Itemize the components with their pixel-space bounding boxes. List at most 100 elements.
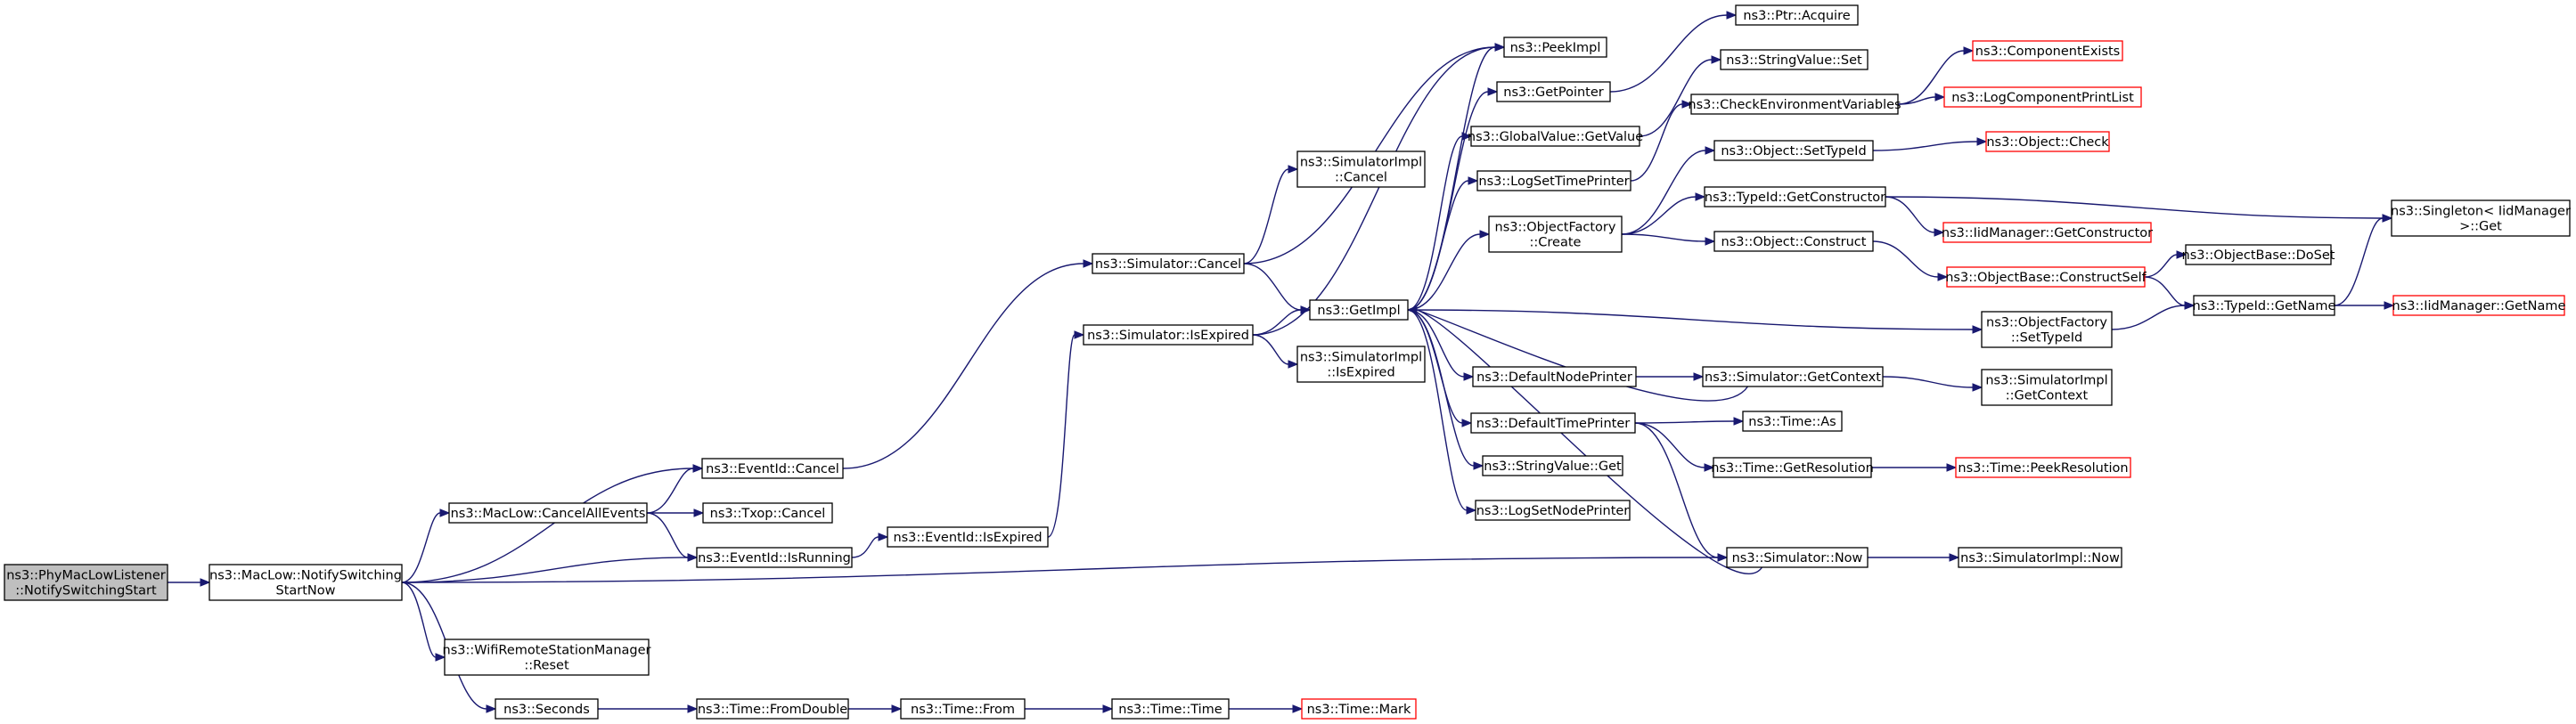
node-strval_get[interactable]: ns3::StringValue::Get [1482,455,1623,476]
node-typeid_getctor[interactable]: ns3::TypeId::GetConstructor [1704,186,1886,207]
node-simimpl_now[interactable]: ns3::SimulatorImpl::Now [1958,547,2122,568]
edge-typeid_getctor-to-iid_getctor [1885,196,1945,237]
node-eid_cancel[interactable]: ns3::EventId::Cancel [701,458,844,479]
node-logcomp_print[interactable]: ns3::LogComponentPrintList [1943,86,2142,108]
node-box [1958,547,2122,568]
edge-objfac_create-to-obj_settypeid [1621,146,1716,235]
edge-arrowhead [1463,372,1475,381]
node-deftimeprinter[interactable]: ns3::DefaultTimePrinter [1470,412,1636,434]
edge-arrowhead [1972,383,1983,392]
node-singleton_get[interactable]: ns3::Singleton< IidManager >::Get [2391,199,2571,237]
node-objfac_create[interactable]: ns3::ObjectFactory::Create [1488,216,1623,253]
node-box [702,502,833,524]
edge-arrowhead [2384,301,2395,310]
edge-arrowhead [1288,165,1299,174]
node-box [2185,244,2332,265]
node-txop_cancel[interactable]: ns3::Txop::Cancel [702,502,833,524]
edge-sim_isexpired-to-getimpl [1252,305,1312,336]
node-strval_set[interactable]: ns3::StringValue::Set [1720,49,1869,70]
edge-arrowhead [693,508,705,517]
node-box [495,698,599,720]
node-label: ns3::MacLow::NotifySwitching [209,569,402,583]
edge-line [401,468,694,583]
node-getimpl[interactable]: ns3::GetImpl [1309,299,1409,321]
edge-objfac_settypeid-to-typeid_getname [2111,301,2196,330]
node-obj_check[interactable]: ns3::Object::Check [1985,131,2110,152]
node-box [1301,698,1417,720]
node-root[interactable]: ns3::PhyMacLowListener::NotifySwitchingS… [4,564,168,601]
edge-arrowhead [1681,100,1693,109]
edge-checkenv-to-logcomp_print [1897,93,1946,105]
node-sim_now[interactable]: ns3::Simulator::Now [1726,547,1869,568]
edge-sim_now-to-simimpl_now [1868,553,1960,562]
edge-line [1872,240,1939,278]
node-time_from[interactable]: ns3::Time::From [900,698,1026,720]
node-simimpl_isexpired[interactable]: ns3::SimulatorImpl::IsExpired [1296,346,1426,383]
node-box [1735,4,1859,26]
edge-arrowhead [1693,372,1705,381]
node-comp_exists[interactable]: ns3::ComponentExists [1972,40,2123,61]
node-sim_cancel[interactable]: ns3::Simulator::Cancel [1092,253,1245,274]
node-box [1503,37,1607,58]
edge-notify-to-cancelall [401,508,451,583]
node-time_time[interactable]: ns3::Time::Time [1111,698,1230,720]
node-eid_running[interactable]: ns3::EventId::IsRunning [696,547,853,568]
node-logsetnode[interactable]: ns3::LogSetNodePrinter [1475,500,1631,521]
node-fromdouble[interactable]: ns3::Time::FromDouble [696,698,849,720]
node-iid_getctor[interactable]: ns3::IidManager::GetConstructor [1942,222,2153,243]
node-sim_getcontext[interactable]: ns3::Simulator::GetContext [1702,366,1884,387]
node-eid_expired[interactable]: ns3::EventId::IsExpired [887,526,1049,548]
node-label: ns3::GlobalValue::GetValue [1468,130,1643,144]
node-obj_settypeid[interactable]: ns3::Object::SetTypeId [1713,140,1874,161]
edge-deftimeprinter-to-time_getres [1634,422,1715,472]
node-objfac_settypeid[interactable]: ns3::ObjectFactory::SetTypeId [1981,311,2113,348]
edge-arrowhead [1494,43,1506,52]
node-label: ::Reset [524,659,569,673]
node-label: ns3::Time::PeekResolution [1958,461,2128,476]
node-box [696,698,849,720]
node-gv_getvalue[interactable]: ns3::GlobalValue::GetValue [1468,126,1643,147]
node-obj_construct[interactable]: ns3::Object::Construct [1713,231,1874,252]
edge-notify-to-eid_cancel [401,464,704,583]
node-sim_isexpired[interactable]: ns3::Simulator::IsExpired [1083,324,1254,346]
node-getpointer[interactable]: ns3::GetPointer [1496,81,1611,102]
node-logsettime[interactable]: ns3::LogSetTimePrinter [1476,170,1631,191]
edge-getimpl-to-logsettime [1407,176,1479,311]
edge-arrowhead [1934,228,1945,237]
node-objbase_ctorself[interactable]: ns3::ObjectBase::ConstructSelf [1945,266,2147,288]
edge-arrowhead [2184,301,2196,310]
node-box [887,526,1049,548]
node-simimpl_getcontext[interactable]: ns3::SimulatorImpl::GetContext [1981,369,2113,406]
node-label: ns3::LogComponentPrintList [1951,91,2134,105]
edge-arrowhead [1461,132,1473,141]
edge-line [646,468,694,514]
node-wifi_reset[interactable]: ns3::WifiRemoteStationManager::Reset [443,639,651,676]
edge-arrowhead [1726,11,1738,20]
node-time_getres[interactable]: ns3::Time::GetResolution [1711,457,1874,478]
edge-getimpl-to-logsetnode [1407,309,1477,515]
node-time_mark[interactable]: ns3::Time::Mark [1301,698,1417,720]
edge-arrowhead [1468,176,1479,185]
node-typeid_getname[interactable]: ns3::TypeId::GetName [2193,295,2336,316]
node-cancelall[interactable]: ns3::MacLow::CancelAllEvents [448,502,648,524]
node-label: ns3::LogSetTimePrinter [1478,175,1629,189]
node-objbase_doset[interactable]: ns3::ObjectBase::DoSet [2182,244,2335,265]
node-ptr_acquire[interactable]: ns3::Ptr::Acquire [1735,4,1859,26]
node-defnodeprinter[interactable]: ns3::DefaultNodePrinter [1472,366,1637,387]
node-box [1296,150,1426,188]
node-time_as[interactable]: ns3::Time::As [1742,411,1843,432]
node-label: ns3::SimulatorImpl::Now [1960,551,2120,565]
node-simimpl_cancel[interactable]: ns3::SimulatorImpl::Cancel [1296,150,1426,188]
edge-arrowhead [435,653,446,662]
node-seconds[interactable]: ns3::Seconds [495,698,599,720]
edge-line [1634,422,1705,468]
node-label: ns3::IidManager::GetConstructor [1942,226,2153,240]
node-checkenv[interactable]: ns3::CheckEnvironmentVariables [1688,94,1901,115]
edge-line [1252,309,1302,336]
node-iid_getname[interactable]: ns3::IidManager::GetName [2392,295,2566,316]
edge-line [842,263,1084,469]
node-peekimpl[interactable]: ns3::PeekImpl [1503,37,1607,58]
edge-line [1407,309,1468,511]
node-time_peekres[interactable]: ns3::Time::PeekResolution [1955,457,2131,478]
